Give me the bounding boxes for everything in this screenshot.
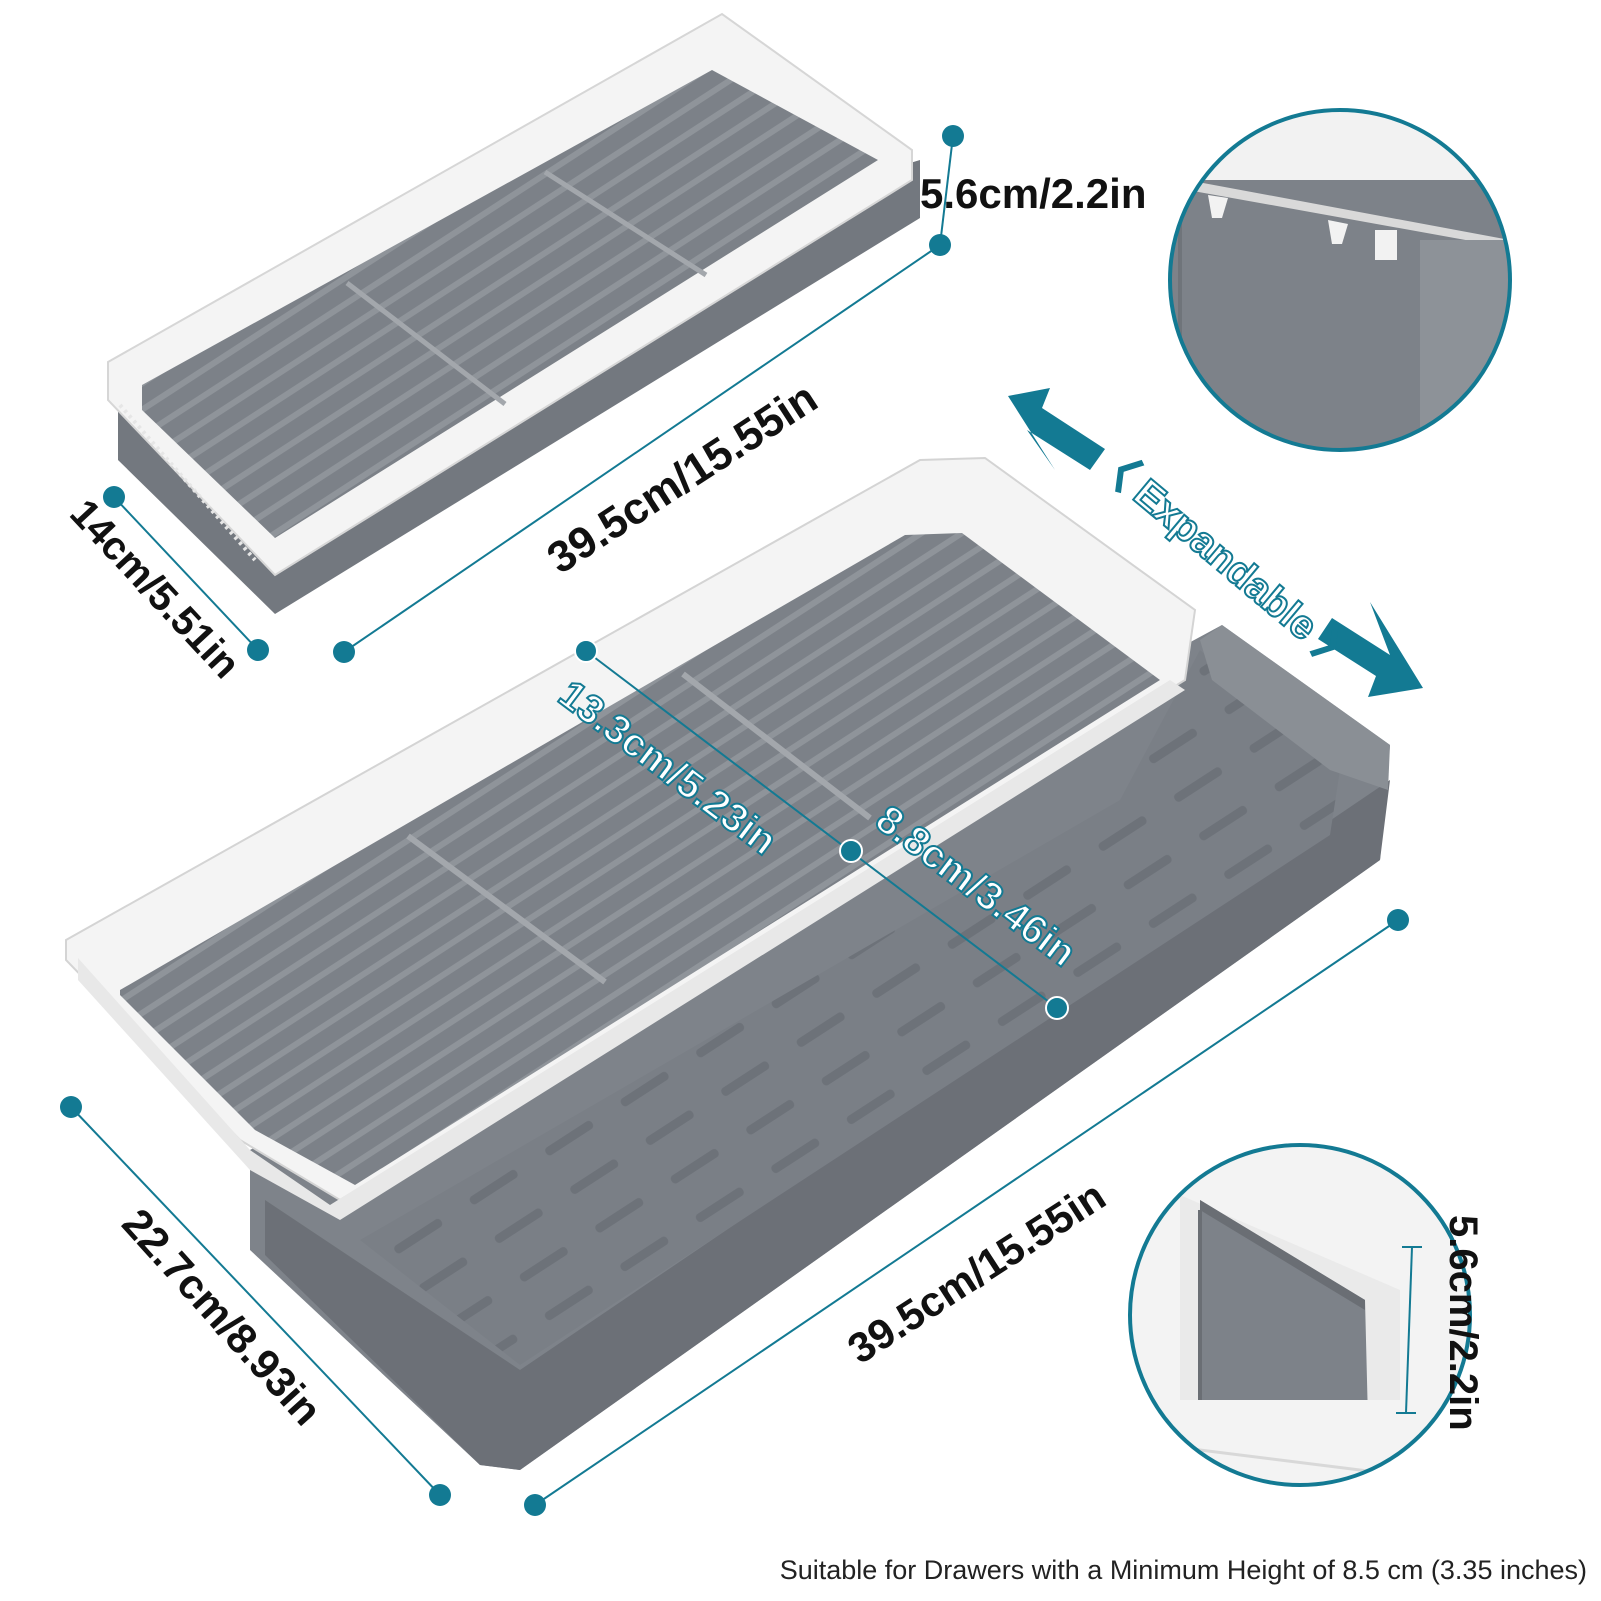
inner-tray-floor <box>120 533 1160 1185</box>
dimension-dot-icon <box>333 641 355 663</box>
dimension-dot-icon <box>929 234 951 256</box>
right-arrow-icon <box>1318 602 1423 697</box>
left-arrow-icon <box>1008 388 1105 470</box>
small-tray-floor <box>142 70 878 538</box>
dimension-dot-icon <box>247 639 269 661</box>
detail-height-label: 5.6cm/2.2in <box>1441 1215 1485 1431</box>
large-tray <box>65 456 1390 1470</box>
extension-floor <box>360 650 1340 1365</box>
small-tray <box>107 12 920 614</box>
dimension-dot-icon <box>574 639 598 663</box>
small-tray-height-label: 5.6cm/2.2in <box>920 170 1146 217</box>
dimension-lines <box>70 135 1422 1506</box>
dimension-dot-icon <box>1387 909 1409 931</box>
dimension-dot-icon <box>60 1096 82 1118</box>
dimension-dot-icon <box>103 486 125 508</box>
dimension-dot-icon <box>942 125 964 147</box>
dimension-dot-icon <box>524 1494 546 1516</box>
dimension-dot-icon <box>1045 996 1069 1020</box>
detail-circle-bottom <box>1128 1143 1472 1487</box>
dimension-dot-icon <box>429 1484 451 1506</box>
detail-circle-top <box>1168 108 1512 452</box>
caption-text: Suitable for Drawers with a Minimum Heig… <box>779 1555 1587 1585</box>
dimension-dot-icon <box>839 839 863 863</box>
